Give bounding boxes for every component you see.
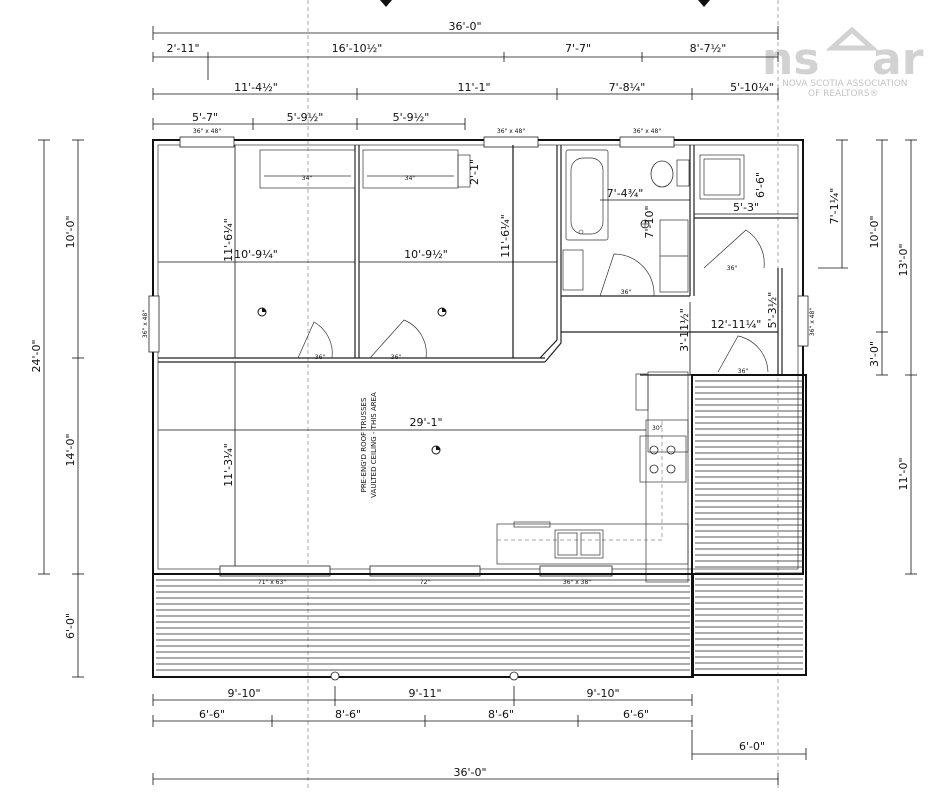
dim-bottom-r2-2: 8'-6" xyxy=(488,708,514,721)
dim-right-4: 11'-0" xyxy=(897,457,910,490)
doors: 36" 36" 36" 36" 36" xyxy=(297,229,769,375)
dim-bath-width: 7'-4¾" xyxy=(607,187,644,200)
dim-top-r1-2: 7'-7" xyxy=(565,42,591,55)
dim-right-0: 7'-1¼" xyxy=(828,188,841,225)
bathroom-fixtures xyxy=(562,149,745,293)
dim-top-r2-2: 7'-8¼" xyxy=(609,81,646,94)
dim-bed2-depth: 11'-6¼" xyxy=(499,214,512,258)
dimensions-top: 36'-0" 2'-11" 16'-10½" 7'-7" 8'-7½" 11'-… xyxy=(152,20,779,130)
reference-lines xyxy=(307,0,779,790)
vault-note-line1: PRE-ENG'D ROOF TRUSSES xyxy=(360,397,368,492)
dim-bed1-width: 10'-9¼" xyxy=(234,248,278,261)
dim-bottom-r1-0: 9'-10" xyxy=(227,687,260,700)
dim-right-1: 10'-0" xyxy=(868,215,881,248)
dim-living-width: 29'-1" xyxy=(409,416,442,429)
door-label-entry: 36" xyxy=(738,368,749,375)
exterior-walls xyxy=(152,139,804,575)
dim-right-3: 3'-0" xyxy=(868,341,881,367)
range-icon xyxy=(639,435,687,483)
logo-ns-text: ns xyxy=(762,34,820,85)
dim-top-r3-1: 5'-9½" xyxy=(287,111,324,124)
washer-icon xyxy=(699,154,745,200)
dimensions-right: 7'-1¼" 10'-0" 13'-0" 3'-0" 11'-0" xyxy=(818,139,917,575)
dim-bottom-r1-2: 9'-10" xyxy=(586,687,619,700)
dim-bottom-r1-1: 9'-11" xyxy=(408,687,441,700)
fridge-icon xyxy=(647,371,689,453)
dim-top-r2-0: 11'-4½" xyxy=(234,81,278,94)
dim-bath-depth: 7'-10" xyxy=(643,205,656,238)
dim-top-r1-3: 8'-7½" xyxy=(690,42,727,55)
toilet-icon xyxy=(650,160,674,188)
dim-bed2-width: 10'-9½" xyxy=(404,248,448,261)
dim-entry-depth-b: 5'-3½" xyxy=(766,292,779,329)
windows-side: 36" x 48" 36" x 48" xyxy=(142,295,816,353)
dim-top-r2-3: 5'-10¼" xyxy=(730,81,774,94)
dim-bottom-r2-0: 6'-6" xyxy=(199,708,225,721)
windows-top: 36" x 48" 36" x 48" 36" x 48" xyxy=(179,128,675,148)
vanity-icon xyxy=(562,249,584,291)
logo-association: NOVA SCOTIA ASSOCIATION xyxy=(782,79,908,89)
window-label-right: 36" x 48" xyxy=(809,308,816,336)
dim-bed1-depth: 11'-6¼" xyxy=(222,218,235,262)
logo-house-icon xyxy=(825,26,879,51)
range-label: 30" xyxy=(652,425,663,432)
door-label-bed1: 36" xyxy=(315,354,326,361)
counter-right xyxy=(645,419,689,583)
dim-top-r1-0: 2'-11" xyxy=(166,42,199,55)
ceiling-lights xyxy=(257,219,650,455)
dim-bottom-overall: 36'-0" xyxy=(453,766,486,779)
dimensions-bottom: 9'-10" 9'-11" 9'-10" 6'-6" 8'-6" 8'-6" 6… xyxy=(152,686,807,785)
kitchen: 30" xyxy=(496,371,689,583)
deck-front xyxy=(152,573,694,681)
door-label-bath: 36" xyxy=(621,289,632,296)
door-label-laundry: 36" xyxy=(727,265,738,272)
logo-ar-text: ar xyxy=(872,34,924,85)
dimensions-left: 10'-0" 24'-0" 14'-0" 6'-0" xyxy=(30,139,84,678)
window-label-top-mid: 36" x 48" xyxy=(497,128,525,135)
counter-bottom xyxy=(496,523,689,565)
dim-top-r3-0: 5'-7" xyxy=(192,111,218,124)
closet-label-1: 34" xyxy=(302,175,313,182)
sink-icon xyxy=(554,529,604,559)
dim-living-depth: 11'-3¼" xyxy=(222,443,235,487)
dim-deck-extension: 6'-0" xyxy=(739,740,765,753)
logo-realtors: OF REALTORS® xyxy=(808,89,879,99)
deck-right xyxy=(691,374,807,676)
dim-laundry-width: 5'-3" xyxy=(733,201,759,214)
realtor-logo: ns ar NOVA SCOTIA ASSOCIATION OF REALTOR… xyxy=(762,26,924,99)
bathtub-icon xyxy=(565,149,609,241)
top-arrows xyxy=(380,0,710,7)
dim-entry-depth-a: 3'-11½" xyxy=(678,308,691,352)
bedroom-dimensions: 10'-9¼" 10'-9½" 11'-6¼" 11'-6¼" xyxy=(158,145,557,358)
dim-left-0: 10'-0" xyxy=(64,215,77,248)
window-label-bottom-left: 71" x 63" xyxy=(258,579,286,586)
window-label-top-left: 36" x 48" xyxy=(193,128,221,135)
dim-laundry-depth: 6'-6" xyxy=(754,172,767,198)
dim-bottom-r2-1: 8'-6" xyxy=(335,708,361,721)
dim-left-3: 6'-0" xyxy=(64,613,77,639)
dim-left-1: 24'-0" xyxy=(30,339,43,372)
dim-bottom-r2-3: 6'-6" xyxy=(623,708,649,721)
bath-laundry-dimensions: 7'-4¾" 7'-10" 5'-3" 6'-6" 12'-11¼" 3'-11… xyxy=(600,172,798,375)
windows-bottom: 71" x 63" 72" 36" x 38" xyxy=(219,565,613,586)
dim-top-r2-1: 11'-1" xyxy=(457,81,490,94)
dim-closet-depth: 2'-1" xyxy=(468,159,481,185)
window-label-left: 36" x 48" xyxy=(142,310,149,338)
dim-entry-width: 12'-11¼" xyxy=(711,318,762,331)
closet-label-2: 34" xyxy=(405,175,416,182)
window-label-bottom-mid: 72" xyxy=(420,579,431,586)
dim-top-r1-1: 16'-10½" xyxy=(332,42,383,55)
vault-note-line2: VAULTED CEILING - THIS AREA xyxy=(370,392,378,498)
window-label-top-right: 36" x 48" xyxy=(633,128,661,135)
dim-right-2: 13'-0" xyxy=(897,243,910,276)
door-label-bed2: 36" xyxy=(391,354,402,361)
dim-left-2: 14'-0" xyxy=(64,433,77,466)
window-label-bottom-right: 36" x 38" xyxy=(563,579,591,586)
living-dimensions: 29'-1" 11'-3¼" PRE-ENG'D ROOF TRUSSES VA… xyxy=(158,362,646,569)
dim-top-r3-2: 5'-9½" xyxy=(393,111,430,124)
dim-top-overall: 36'-0" xyxy=(448,20,481,33)
closets: 34" 34" 2'-1" xyxy=(259,149,481,189)
